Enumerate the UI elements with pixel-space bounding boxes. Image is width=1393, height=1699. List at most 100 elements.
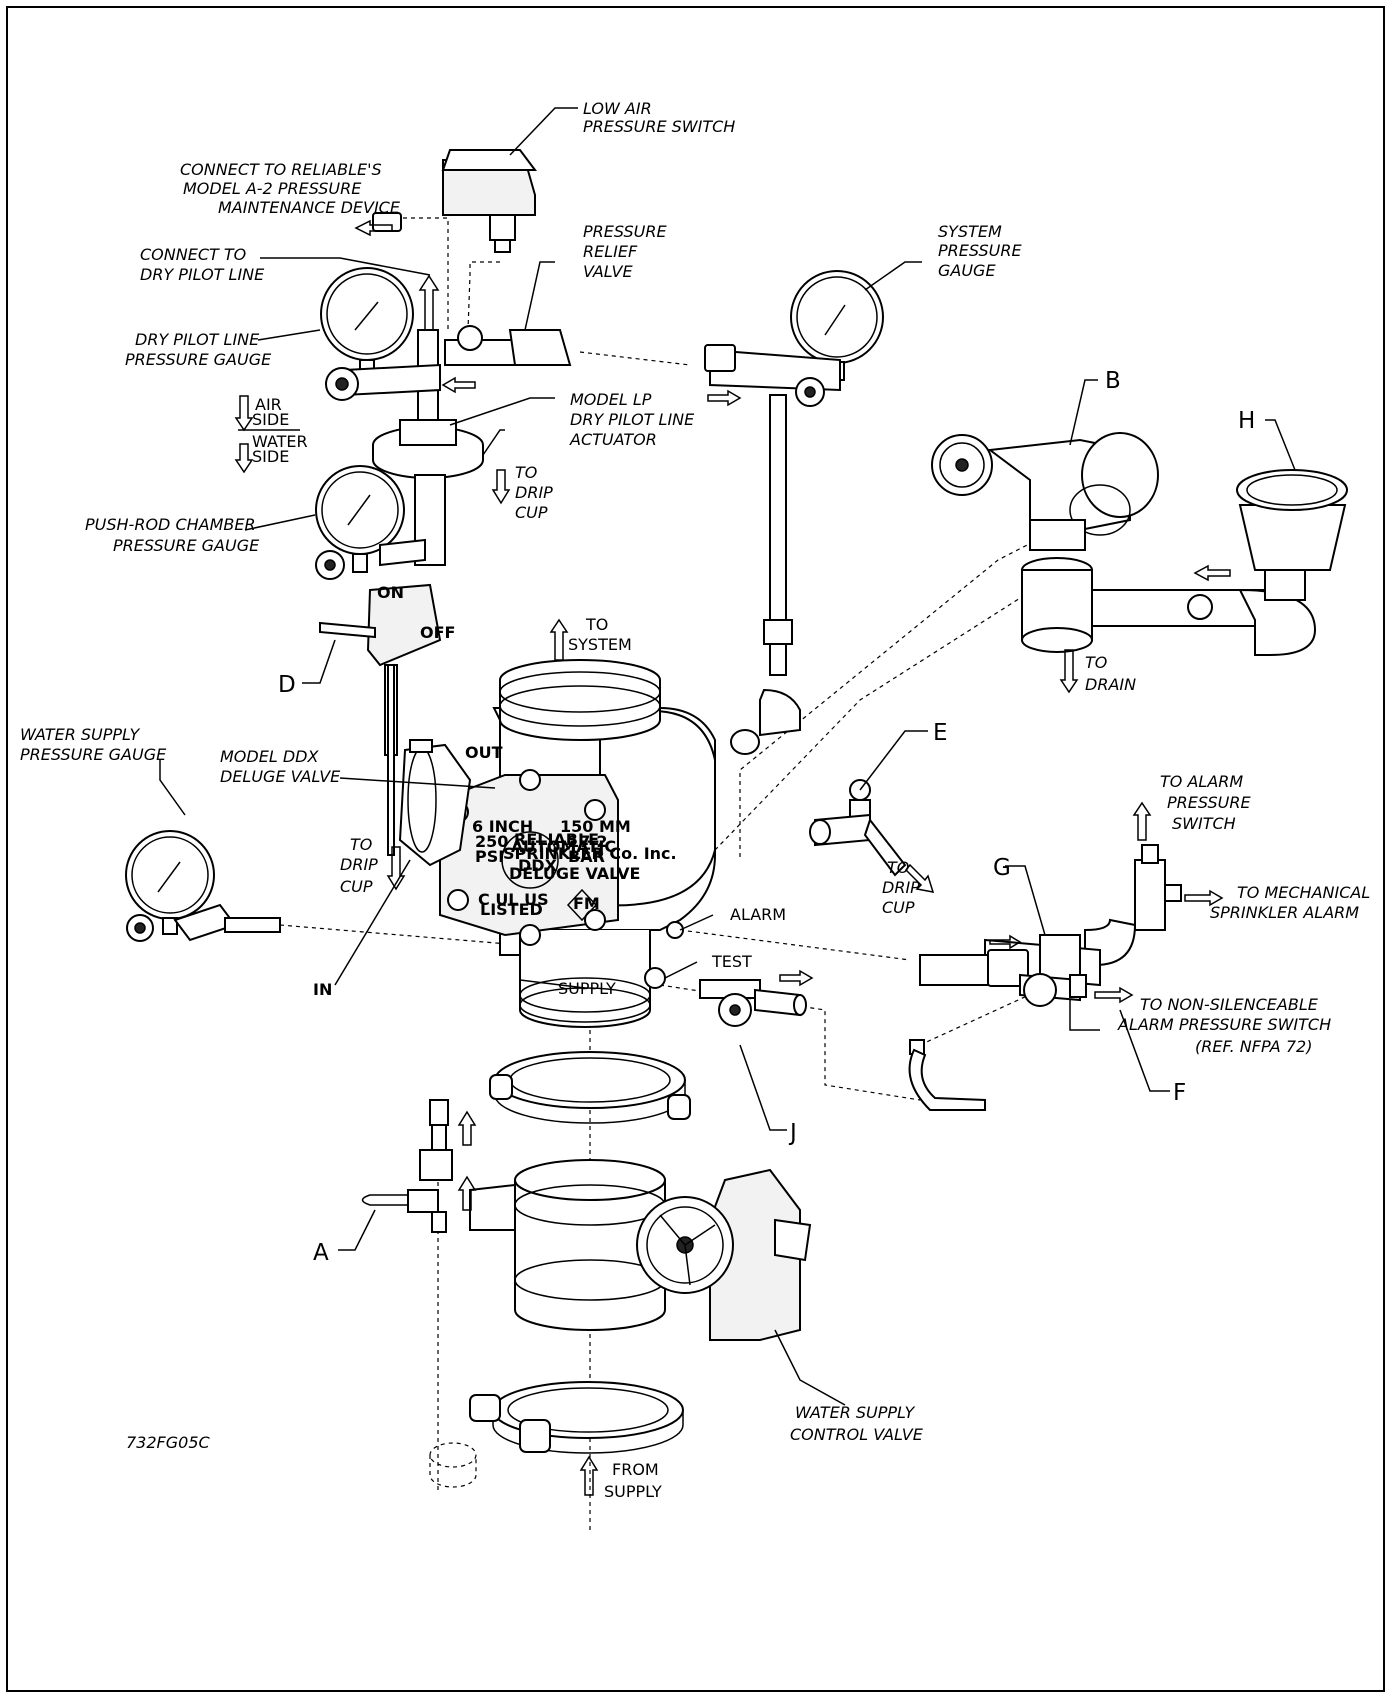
arrow-a-up-1 [457, 1110, 477, 1146]
arrow-air-up [234, 395, 254, 432]
callout-a: A [313, 1240, 329, 1266]
valve-psi-value: 250 [475, 832, 508, 851]
label-from-supply-1: FROM [612, 1460, 659, 1479]
valve-d-assembly [319, 583, 442, 856]
flow-arrows [234, 219, 1231, 1496]
callout-labels: LOW AIR PRESSURE SWITCH CONNECT TO RELIA… [20, 99, 1370, 1501]
arrow-water-down [234, 443, 254, 474]
callout-f: F [1173, 1080, 1186, 1106]
fm-mark: FM [573, 894, 600, 913]
drain-e [809, 779, 907, 877]
arrow-test [779, 969, 814, 987]
upper-coupling [489, 1051, 691, 1124]
maker-line-3: SPRINKLER Co. Inc. [503, 844, 677, 863]
label-ddx-1: MODEL DDX [220, 747, 319, 766]
label-sys-gauge-3: GAUGE [938, 261, 996, 280]
label-alarm-sw-1: TO ALARM [1160, 772, 1243, 791]
label-mech-2: SPRINKLER ALARM [1210, 903, 1359, 922]
label-low-air-1: LOW AIR [583, 99, 652, 118]
label-a2-3: MAINTENANCE DEVICE [218, 198, 401, 217]
label-ws-gauge-1: WATER SUPPLY [20, 725, 140, 744]
label-in: IN [313, 980, 332, 999]
callout-b: B [1105, 368, 1121, 394]
valve-bar-value: 17.2 [568, 832, 607, 851]
maker-line-1: RELIABLE [514, 830, 599, 849]
label-control-1: WATER SUPPLY [795, 1403, 915, 1422]
label-to-system-2: SYSTEM [568, 635, 632, 654]
label-relief-2: RELIEF [583, 242, 638, 261]
lower-coupling [469, 1381, 684, 1454]
low-air-pressure-switch [441, 149, 537, 253]
arrow-alarm-switch [1132, 801, 1152, 841]
label-ws-gauge-2: PRESSURE GAUGE [20, 745, 167, 764]
valve-psi: PSI [475, 847, 504, 866]
arrow-to-system [549, 618, 569, 661]
valve-model: DDX [518, 856, 558, 875]
callout-j: J [788, 1120, 797, 1146]
tag-off: OFF [420, 623, 455, 642]
test-valve-j [699, 979, 807, 1027]
label-relief-1: PRESSURE [583, 222, 667, 241]
valve-size-inch: 6 INCH [472, 817, 533, 836]
arrow-mech-alarm [1184, 889, 1224, 907]
arrow-drain-left [1193, 564, 1231, 582]
arrow-drip-2 [386, 846, 406, 891]
drawing-frame [6, 6, 1385, 1692]
arrow-g [989, 934, 1022, 950]
label-low-air-2: PRESSURE SWITCH [583, 117, 735, 136]
alarm-line-g-f [908, 844, 1182, 1111]
label-to-drain-1: TO [1085, 653, 1107, 672]
label-drip3-1: TO [887, 858, 909, 877]
valve-size-mm: 150 MM [560, 817, 631, 836]
label-pushrod-1: PUSH-ROD CHAMBER [85, 515, 256, 534]
maker-line-2: AUTOMATIC [511, 837, 616, 856]
label-alarm-sw-2: PRESSURE [1167, 793, 1251, 812]
label-nonsil-2: ALARM PRESSURE SWITCH [1117, 1015, 1331, 1034]
ul-mark: C UL US [478, 890, 549, 909]
arrow-up-dry-pilot [418, 274, 440, 331]
label-drip2-1: TO [350, 835, 372, 854]
arrow-left-actuator [441, 376, 476, 394]
ul-listed: LISTED [480, 900, 543, 919]
label-a2-1: CONNECT TO RELIABLE'S [180, 160, 382, 179]
valve-bar: BAR [568, 847, 605, 866]
label-sys-gauge-2: PRESSURE [938, 241, 1022, 260]
label-out: OUT [465, 743, 503, 762]
label-to-drain-2: DRAIN [1085, 675, 1136, 694]
water-supply-gauge [125, 830, 281, 942]
label-drip3-2: DRIP [882, 878, 920, 897]
label-water-1: WATER [252, 432, 308, 451]
drain-assembly-b-h [931, 432, 1348, 656]
label-control-2: CONTROL VALVE [790, 1425, 924, 1444]
arrow-to-drain [1059, 649, 1079, 694]
push-rod-chamber-gauge [315, 465, 426, 580]
label-ddx-2: DELUGE VALVE [220, 767, 341, 786]
label-lp-2: DRY PILOT LINE [570, 410, 695, 429]
lp-actuator-trim [325, 325, 572, 566]
label-air-1: AIR [255, 395, 282, 414]
label-nonsil-1: TO NON-SILENCEABLE [1140, 995, 1319, 1014]
label-alarm: ALARM [730, 905, 786, 924]
label-lp-1: MODEL LP [570, 390, 652, 409]
arrow-from-supply [579, 1455, 599, 1496]
label-mech-1: TO MECHANICAL [1237, 883, 1370, 902]
water-supply-control-valve [469, 1159, 812, 1341]
ddx-deluge-valve [398, 659, 716, 1028]
label-dry-pilot-2: DRY PILOT LINE [140, 265, 265, 284]
figure-code: 732FG05C [126, 1433, 211, 1452]
label-supply: SUPPLY [558, 979, 616, 998]
callout-g: G [993, 855, 1011, 881]
callout-e: E [933, 720, 948, 746]
valve-body-markings: 6 INCH 250 PSI 150 MM 17.2 BAR RELIABLE … [472, 817, 677, 922]
label-relief-3: VALVE [583, 262, 634, 281]
label-dp-gauge-1: DRY PILOT LINE [135, 330, 260, 349]
label-a2-2: MODEL A-2 PRESSURE [183, 179, 362, 198]
system-pressure-gauge [704, 270, 884, 755]
label-pushrod-2: PRESSURE GAUGE [113, 536, 260, 555]
leader-lines [159, 107, 1296, 1406]
label-from-supply-2: SUPPLY [604, 1482, 662, 1501]
label-drip2-2: DRIP [340, 855, 378, 874]
arrow-non-silence [1094, 986, 1134, 1004]
label-to-system-1: TO [585, 615, 608, 634]
